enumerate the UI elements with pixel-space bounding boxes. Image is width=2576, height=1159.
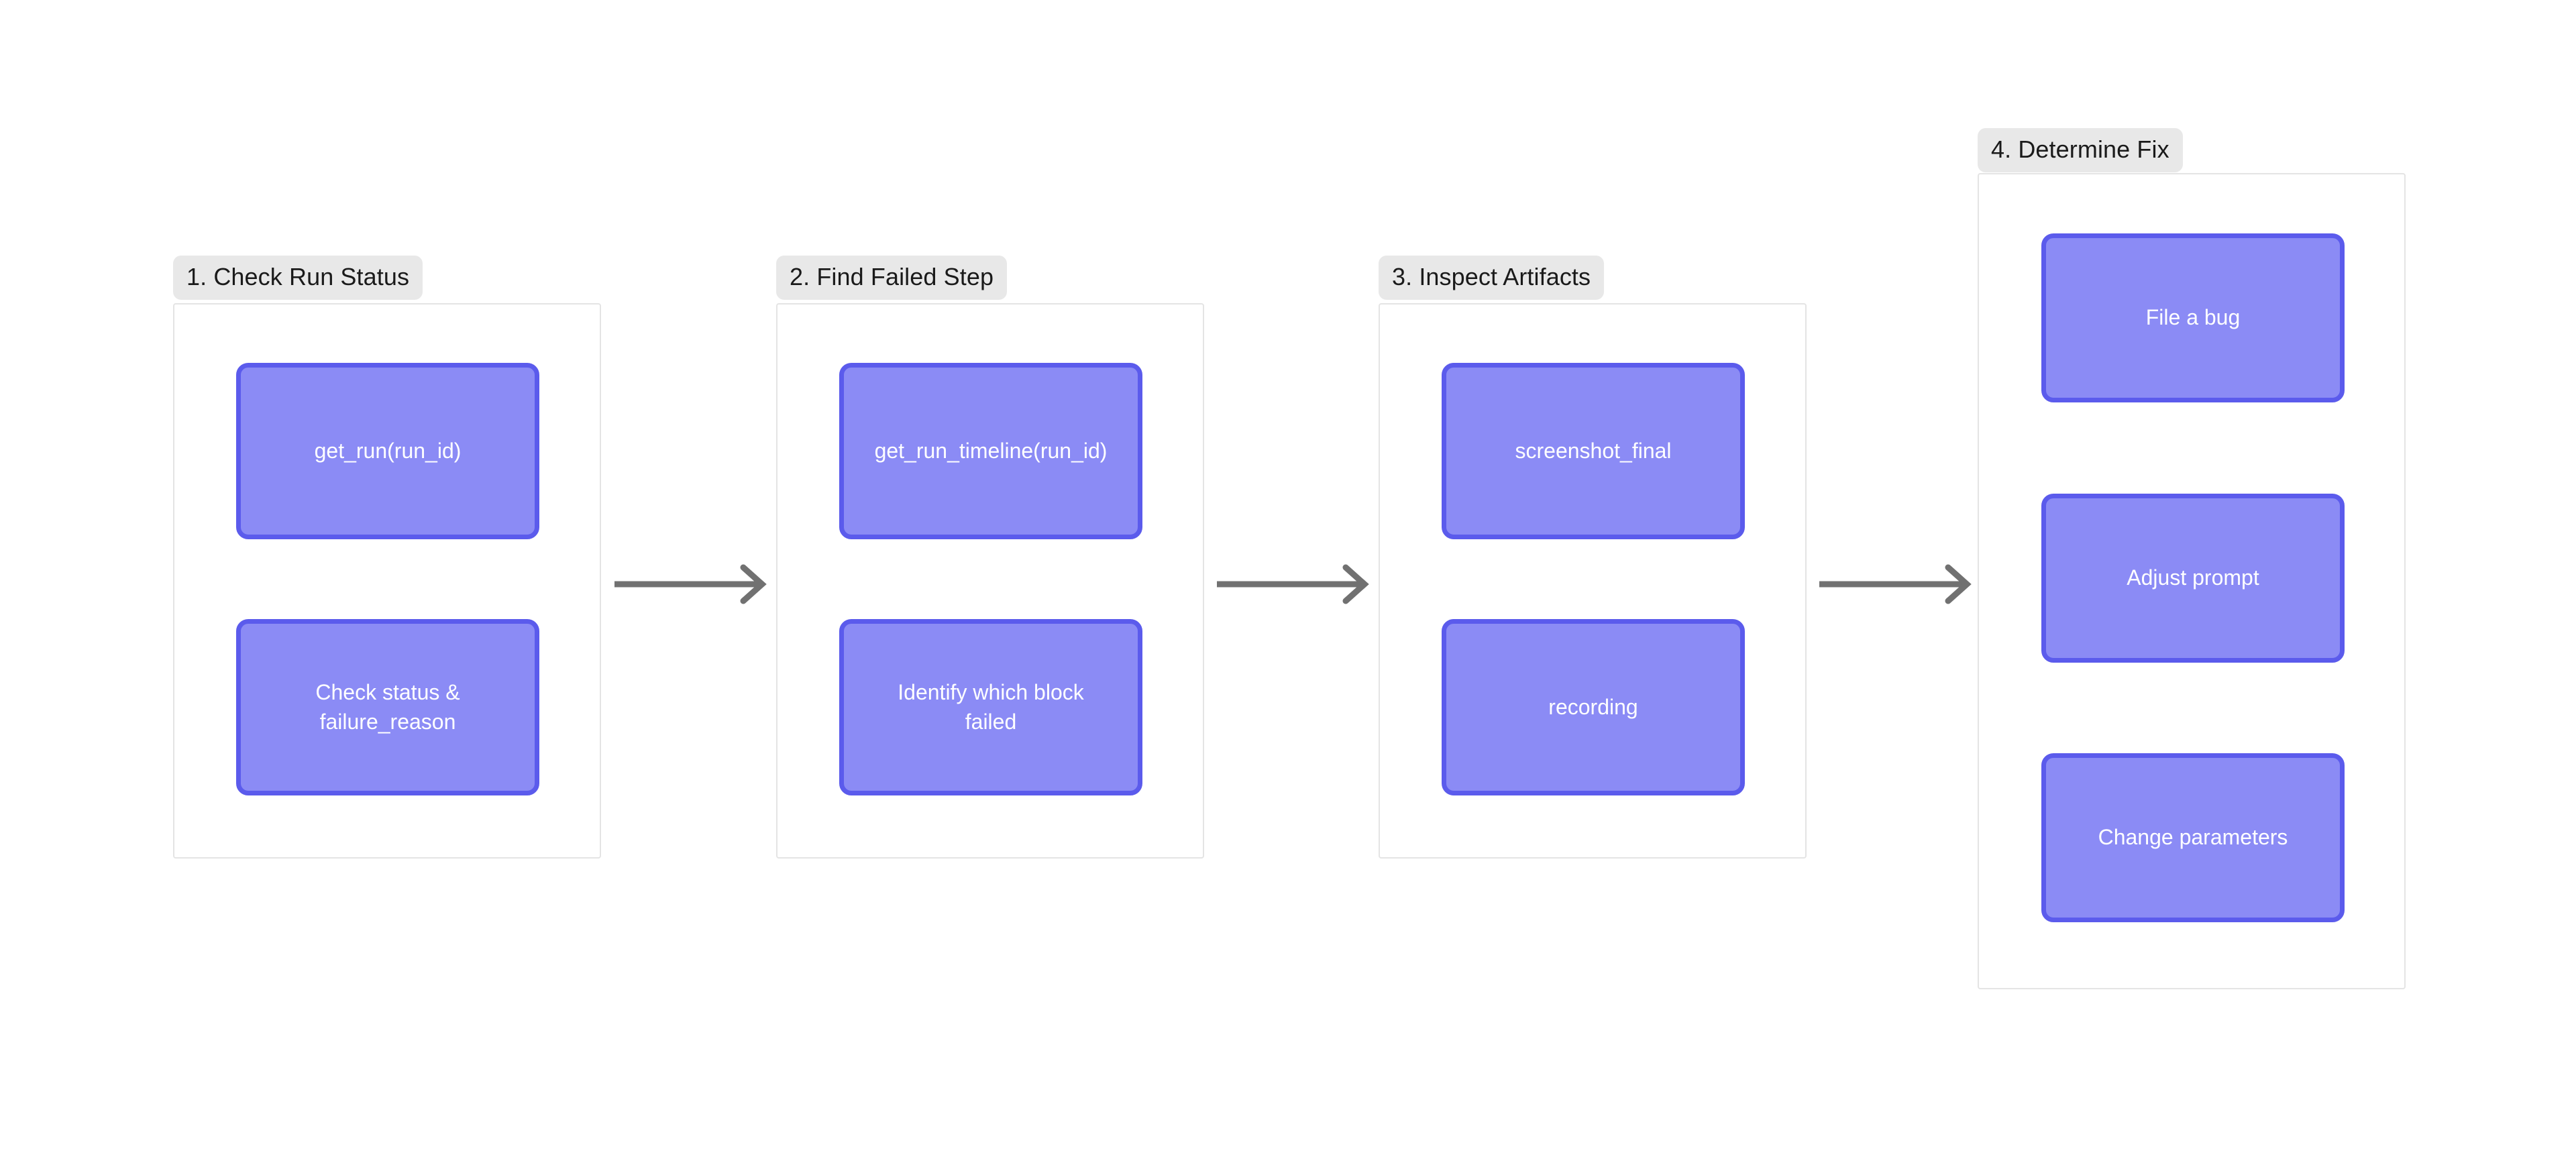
arrow-right-icon [1217, 564, 1369, 604]
node-label-file-a-bug: File a bug [2145, 305, 2241, 330]
arrow-right-icon [614, 564, 767, 604]
node-label-identify-block: Identify which block failed [898, 680, 1084, 734]
node-identify-block[interactable]: Identify which block failed [839, 619, 1142, 795]
node-get-run[interactable]: get_run(run_id) [236, 363, 539, 539]
node-label-recording: recording [1548, 694, 1638, 719]
node-label-get-run-timeline: get_run_timeline(run_id) [874, 438, 1108, 463]
node-recording[interactable]: recording [1442, 619, 1745, 795]
node-label-screenshot-final: screenshot_final [1515, 438, 1672, 463]
node-adjust-prompt[interactable]: Adjust prompt [2041, 494, 2345, 663]
connector-arrow-3-4 [1819, 563, 1975, 605]
group-step-2: 2. Find Failed Step get_run_timeline(run… [776, 256, 1205, 859]
group-label-step-2: 2. Find Failed Step [776, 256, 1008, 300]
node-change-parameters[interactable]: Change parameters [2041, 753, 2345, 922]
connector-arrow-1-2 [614, 563, 770, 605]
arrow-right-icon [1819, 564, 1972, 604]
node-check-status[interactable]: Check status & failure_reason [236, 619, 539, 795]
group-label-step-3: 3. Inspect Artifacts [1379, 256, 1605, 300]
node-get-run-timeline[interactable]: get_run_timeline(run_id) [839, 363, 1142, 539]
group-step-1: 1. Check Run Status get_run(run_id) Chec… [173, 256, 602, 859]
connector-arrow-2-3 [1217, 563, 1373, 605]
node-screenshot-final[interactable]: screenshot_final [1442, 363, 1745, 539]
node-label-get-run: get_run(run_id) [314, 438, 462, 463]
node-label-check-status: Check status & failure_reason [315, 680, 460, 734]
group-label-step-4: 4. Determine Fix [1978, 128, 2183, 172]
group-step-4: 4. Determine Fix File a bug Adjust promp… [1978, 128, 2407, 993]
group-label-step-1: 1. Check Run Status [173, 256, 423, 300]
node-file-a-bug[interactable]: File a bug [2041, 233, 2345, 402]
node-label-change-parameters: Change parameters [2098, 825, 2288, 850]
group-step-3: 3. Inspect Artifacts screenshot_final re… [1379, 256, 1808, 859]
node-label-adjust-prompt: Adjust prompt [2127, 565, 2259, 590]
